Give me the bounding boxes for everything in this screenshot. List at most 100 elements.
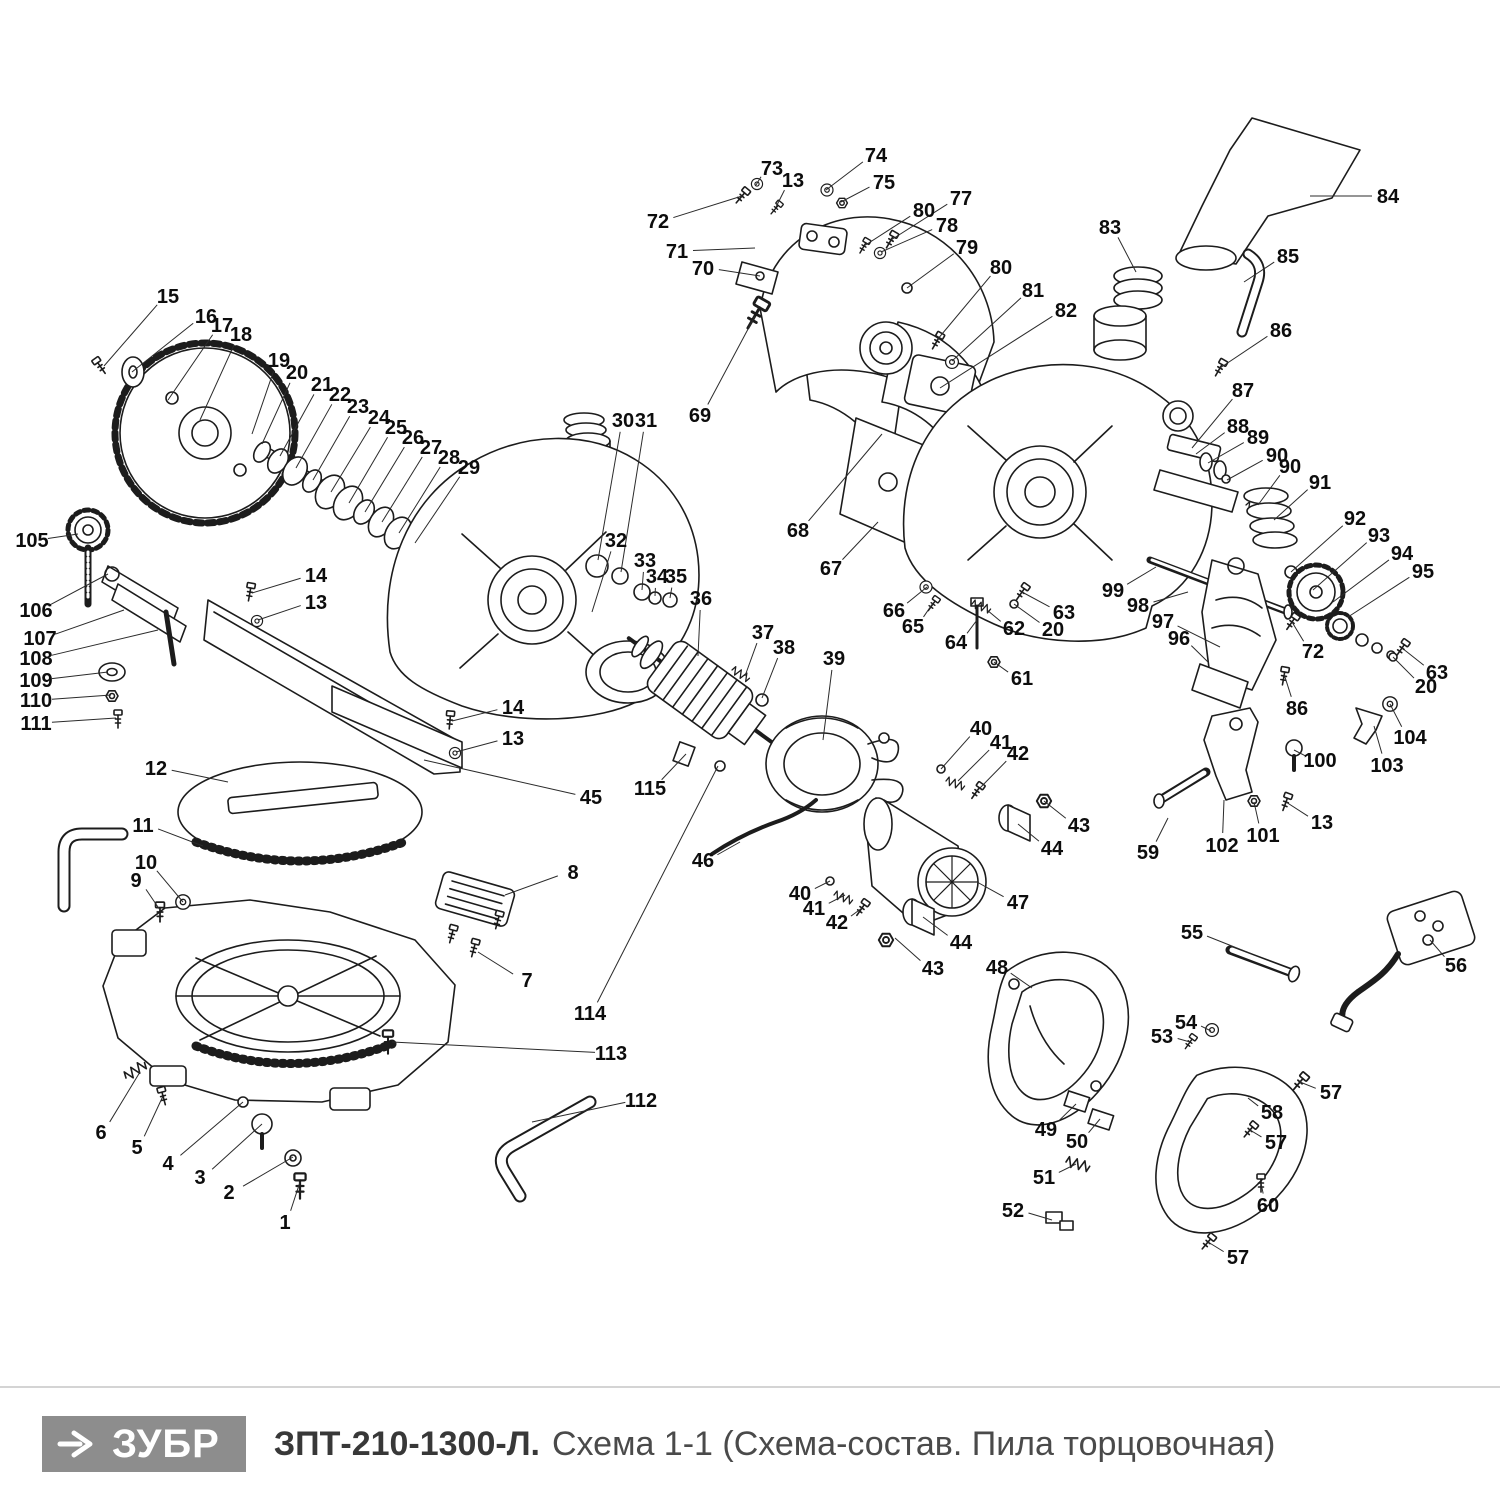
leader-line-92 [1290, 525, 1344, 573]
leader-line-98 [1153, 591, 1189, 603]
leader-line-44 [1017, 823, 1040, 842]
part-number-95: 95 [1412, 561, 1434, 583]
part-number-45: 45 [580, 787, 602, 809]
leader-line-60 [1260, 1182, 1264, 1194]
part-number-44: 44 [950, 932, 973, 954]
part-number-2: 2 [223, 1182, 234, 1204]
leader-line-57 [1299, 1081, 1316, 1089]
leader-line-15 [103, 304, 158, 367]
part-number-75: 75 [873, 172, 895, 194]
part-number-23: 23 [347, 396, 369, 418]
leader-line-27 [381, 456, 423, 523]
part-number-27: 27 [420, 437, 442, 459]
scheme-title: Схема 1-1 (Схема-состав. Пила торцовочна… [552, 1424, 1276, 1463]
leader-line-77 [890, 203, 948, 241]
part-number-22: 22 [329, 384, 351, 406]
leader-line-43 [894, 937, 921, 961]
zubr-brand-icon [57, 1430, 93, 1458]
leader-line-73 [755, 176, 762, 186]
leader-line-112 [531, 1101, 626, 1123]
leader-line-35 [669, 587, 673, 599]
leader-line-42 [850, 907, 863, 917]
part-number-74: 74 [865, 145, 888, 167]
part-number-64: 64 [945, 632, 968, 654]
part-number-38: 38 [773, 637, 795, 659]
leader-line-95 [1347, 576, 1410, 618]
part-number-43: 43 [922, 958, 944, 980]
part-number-40: 40 [789, 883, 811, 905]
leader-line-72 [673, 195, 743, 219]
part-number-36: 36 [690, 588, 712, 610]
leader-line-63 [1401, 647, 1425, 666]
part-number-26: 26 [402, 427, 424, 449]
leader-line-71 [692, 247, 756, 252]
part-number-86: 86 [1286, 698, 1308, 720]
part-number-77: 77 [950, 188, 972, 210]
leader-line-24 [330, 426, 371, 493]
leader-line-59 [1155, 817, 1169, 842]
part-number-115: 115 [634, 778, 666, 800]
part-number-57: 57 [1227, 1247, 1249, 1269]
leader-line-23 [312, 416, 351, 481]
bevel-bracket [1191, 557, 1412, 745]
leader-line-50 [1088, 1118, 1101, 1134]
leader-line-12 [171, 769, 229, 783]
part-number-97: 97 [1152, 611, 1174, 633]
part-number-103: 103 [1370, 755, 1403, 777]
part-number-61: 61 [1011, 668, 1033, 690]
leader-line-90 [1257, 474, 1281, 506]
part-number-3: 3 [194, 1167, 205, 1189]
part-number-112: 112 [625, 1090, 657, 1112]
part-number-102: 102 [1205, 835, 1238, 857]
leader-line-82 [939, 315, 1053, 389]
leader-line-86 [1219, 335, 1268, 369]
leader-line-41 [828, 894, 846, 904]
part-number-111: 111 [20, 713, 51, 735]
part-number-12: 12 [145, 758, 167, 780]
leader-line-11 [157, 828, 204, 847]
part-number-52: 52 [1002, 1200, 1024, 1222]
part-number-15: 15 [157, 286, 179, 308]
part-number-14: 14 [502, 697, 525, 719]
brand-name: ЗУБР [112, 1421, 220, 1466]
leader-line-90 [1226, 459, 1263, 481]
part-number-50: 50 [1066, 1131, 1088, 1153]
leader-line-21 [279, 394, 315, 457]
part-number-66: 66 [883, 600, 905, 622]
part-number-70: 70 [692, 258, 714, 280]
part-number-42: 42 [826, 912, 848, 934]
part-number-20: 20 [1042, 619, 1064, 641]
gear-housing-right [902, 266, 1229, 642]
leader-line-103 [1373, 725, 1383, 754]
part-number-51: 51 [1033, 1167, 1055, 1189]
leader-line-28 [398, 466, 441, 534]
leader-line-114 [596, 765, 719, 1003]
part-number-32: 32 [605, 530, 627, 552]
leader-line-108 [51, 629, 159, 656]
leader-line-57 [1207, 1241, 1224, 1253]
leader-line-19 [251, 371, 274, 435]
part-number-93: 93 [1368, 525, 1390, 547]
part-number-56: 56 [1445, 955, 1467, 977]
leader-line-44 [922, 916, 948, 936]
part-number-19: 19 [268, 350, 290, 372]
leader-line-99 [1126, 566, 1157, 585]
part-number-86: 86 [1270, 320, 1292, 342]
part-number-20: 20 [286, 362, 308, 384]
leader-line-70 [718, 269, 761, 277]
leader-line-14 [251, 577, 301, 594]
part-number-62: 62 [1003, 618, 1025, 640]
leader-line-72 [1291, 621, 1305, 642]
rotary-table [177, 761, 423, 866]
part-number-43: 43 [1068, 815, 1090, 837]
part-number-42: 42 [1007, 743, 1029, 765]
part-number-90: 90 [1266, 445, 1288, 467]
leader-line-49 [1057, 1103, 1077, 1122]
leader-line-100 [1293, 749, 1306, 757]
base-assembly [102, 899, 456, 1200]
part-number-7: 7 [521, 970, 532, 992]
leader-line-86 [1283, 673, 1292, 697]
leader-line-87 [1191, 398, 1233, 449]
part-number-91: 91 [1309, 472, 1331, 494]
part-number-29: 29 [458, 457, 480, 479]
